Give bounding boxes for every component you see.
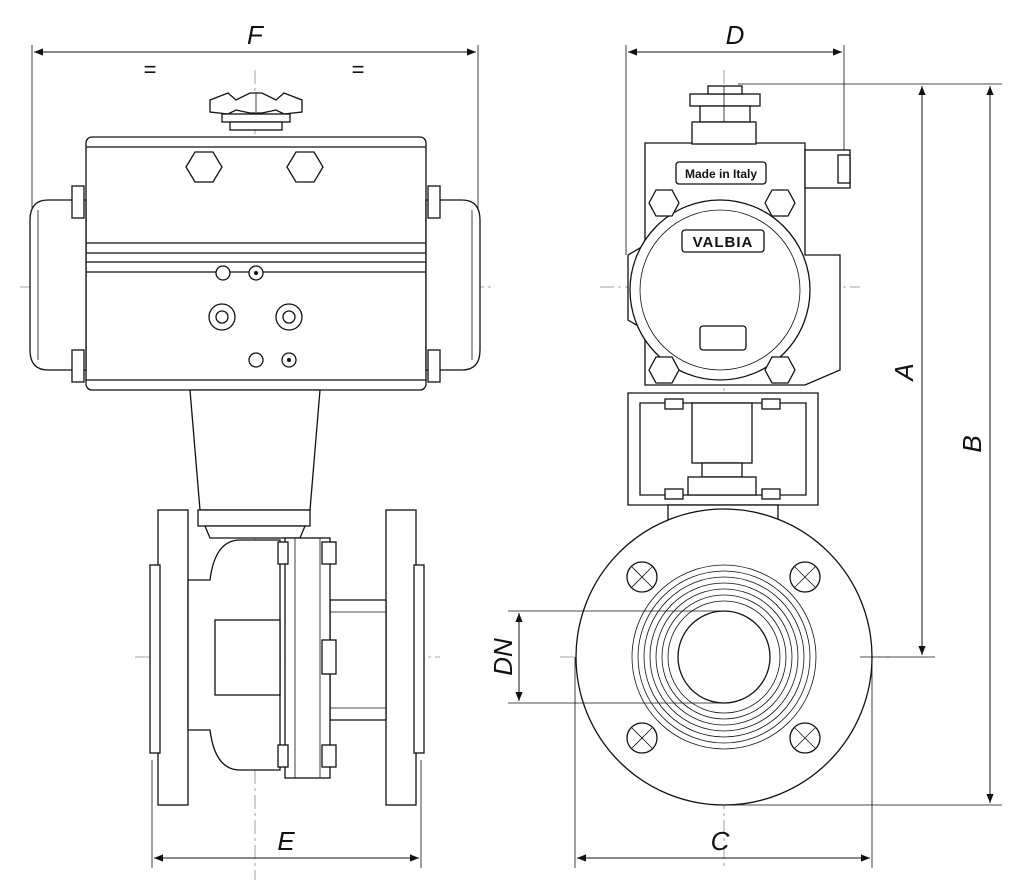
- dim-label-dn: DN: [488, 638, 518, 676]
- side-bracket: [627, 392, 819, 506]
- dim-label-d: D: [726, 20, 745, 50]
- bolt-holes: [626, 561, 821, 754]
- side-actuator-body: Made in Italy VALBIA: [627, 121, 851, 386]
- flange: [575, 508, 873, 806]
- valve-body: [149, 509, 425, 806]
- dimension-d: D: [625, 20, 845, 255]
- dimension-f: F = =: [31, 20, 479, 210]
- handwheel-icon: [209, 92, 303, 131]
- nameplate: [675, 161, 767, 185]
- dimension-a: A: [738, 83, 935, 658]
- equal-mark-right: =: [352, 57, 365, 82]
- dim-label-a: A: [889, 363, 919, 382]
- dim-label-f: F: [247, 20, 265, 50]
- dim-label-b: B: [957, 435, 987, 452]
- front-view: F = = E: [20, 20, 495, 880]
- actuator-body: [29, 136, 481, 391]
- equal-mark-left: =: [144, 57, 157, 82]
- brand-plate: [681, 229, 765, 253]
- mounting-bracket: [189, 389, 321, 539]
- brand-text: VALBIA: [693, 234, 754, 251]
- side-view: Made in Italy VALBIA: [488, 20, 1002, 870]
- dimension-c: C: [574, 657, 873, 868]
- dim-label-c: C: [711, 826, 730, 856]
- dimension-e: E: [151, 760, 422, 868]
- dimension-b: B: [724, 83, 1002, 806]
- dim-label-e: E: [277, 826, 295, 856]
- dimension-dn: DN: [488, 610, 724, 704]
- nameplate-text: Made in Italy: [685, 167, 757, 181]
- side-handwheel-icon: [689, 85, 761, 123]
